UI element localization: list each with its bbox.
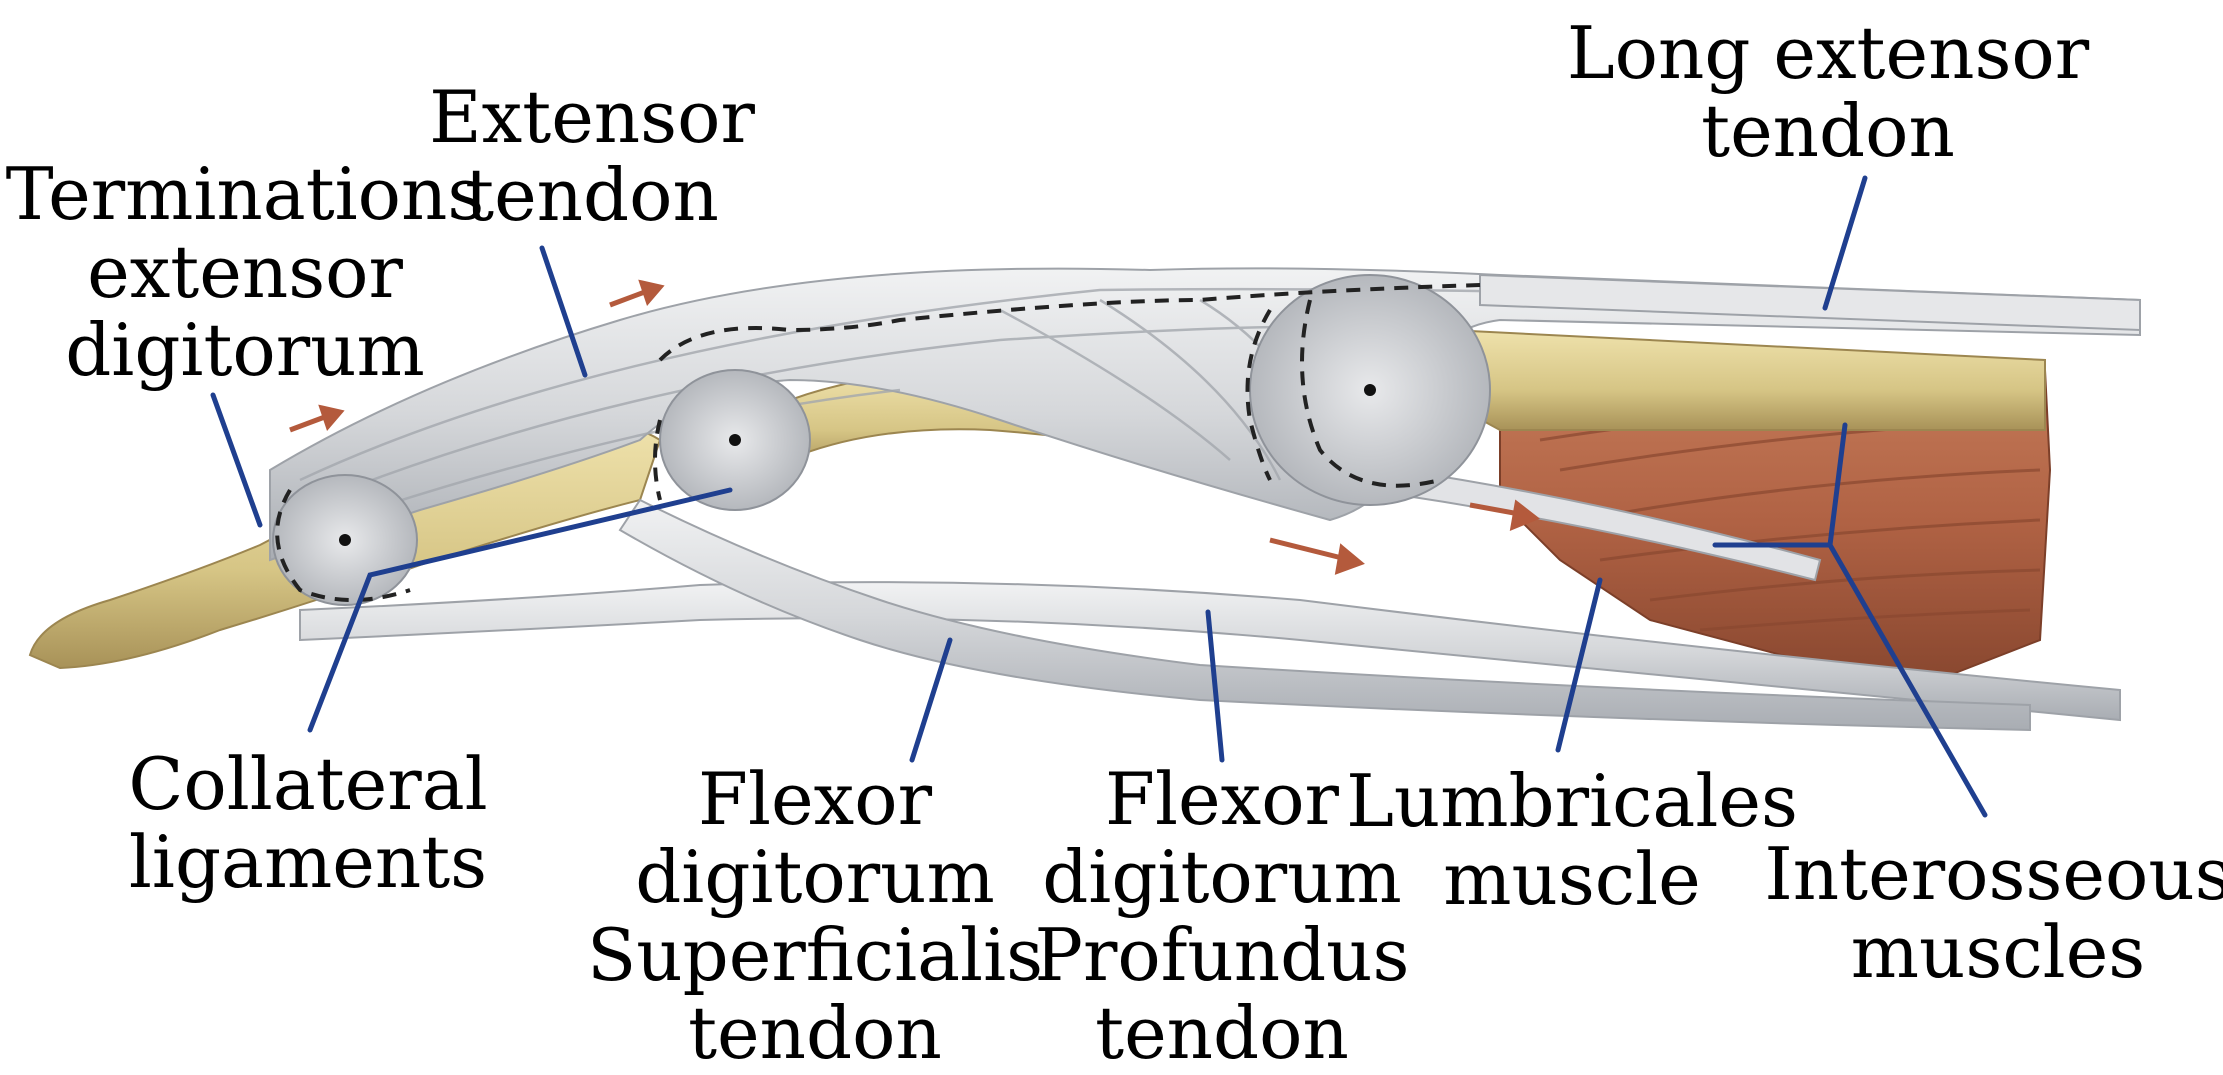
label-line: tendon [688,991,942,1075]
label-line: Interosseous [1764,832,2223,916]
label-line: tendon [1095,991,1349,1075]
leader-collateral [307,487,733,733]
direction-arrows [289,279,1540,575]
label-line: Flexor [1105,757,1339,841]
leader-fdp [1205,609,1225,763]
label-line: tendon [465,153,719,237]
label-line: digitorum [1042,835,1402,919]
label-line: digitorum [65,308,425,392]
leader-fds [909,637,953,763]
dashed-outlines [275,283,1481,602]
label-line: Terminations [5,152,485,236]
leader-lumbricales [1555,577,1603,753]
label-line: Superficialis [586,913,1044,997]
label-line: Profundus [1034,913,1410,997]
proximal-phalanx-bone [1443,328,2046,431]
label-flexor-digitorum-superficialis: Flexor digitorum Superficialis tendon [587,760,1043,1072]
label-terminations-extensor-digitorum: Terminations extensor digitorum [6,155,485,389]
label-collateral-ligaments: Collateral ligaments [128,745,487,901]
label-extensor-tendon: Extensor tendon [429,78,755,234]
leader-terminations [210,392,263,528]
mcp-axis-dot [1364,384,1376,396]
label-lumbricales-muscle: Lumbricales muscle [1346,762,1798,918]
label-line: muscles [1850,910,2146,994]
label-line: digitorum [635,835,995,919]
label-line: tendon [1701,89,1955,173]
label-line: muscle [1443,837,1701,921]
long-extensor-tendon [1479,273,2141,332]
leader-extensor-tendon [539,245,588,378]
label-line: Extensor [429,75,755,159]
leader-lines [210,175,1988,818]
label-long-extensor-tendon: Long extensor tendon [1567,14,2089,170]
leader-long-extensor [1822,175,1868,311]
label-line: Collateral [128,742,488,826]
label-line: extensor [87,230,403,314]
dip-axis-dot [339,534,351,546]
pip-axis-dot [729,434,741,446]
label-line: Lumbricales [1346,759,1798,843]
leader-interosseous-branch [1827,422,1848,548]
label-line: Long extensor [1566,11,2090,95]
label-line: ligaments [128,820,488,904]
fds-tendon [618,498,2031,732]
label-flexor-digitorum-profundus: Flexor digitorum Profundus tendon [1034,760,1409,1072]
label-line: Flexor [698,757,932,841]
label-interosseous-muscles: Interosseous muscles [1764,835,2223,991]
